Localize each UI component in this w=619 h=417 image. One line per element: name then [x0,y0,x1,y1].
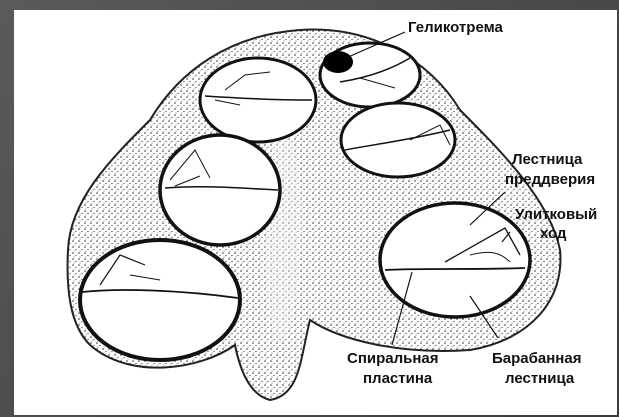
label-cochlear-duct-1: Улитковый [515,206,597,223]
helicotrema-opening [323,51,353,73]
label-cochlear-duct-2: ход [540,225,567,242]
cochlear-turn-base-left [80,240,240,360]
label-scala-tympani-1: Барабанная [492,350,581,367]
label-scala-vestibuli-1: Лестница [512,151,583,168]
cochlear-turn-upper-left [200,58,316,142]
cochlear-turn-middle-left [160,135,280,245]
label-spiral-lamina-1: Спиральная [347,350,439,367]
cochlear-turn-apex [320,43,420,107]
label-scala-tympani-2: лестница [505,370,575,387]
label-scala-vestibuli-2: преддверия [505,171,595,188]
label-helicotrema: Геликотрема [408,19,503,36]
cochlear-turn-upper-right [341,103,455,177]
cochlear-turn-middle-right [380,203,530,317]
label-spiral-lamina-2: пластина [363,370,433,387]
